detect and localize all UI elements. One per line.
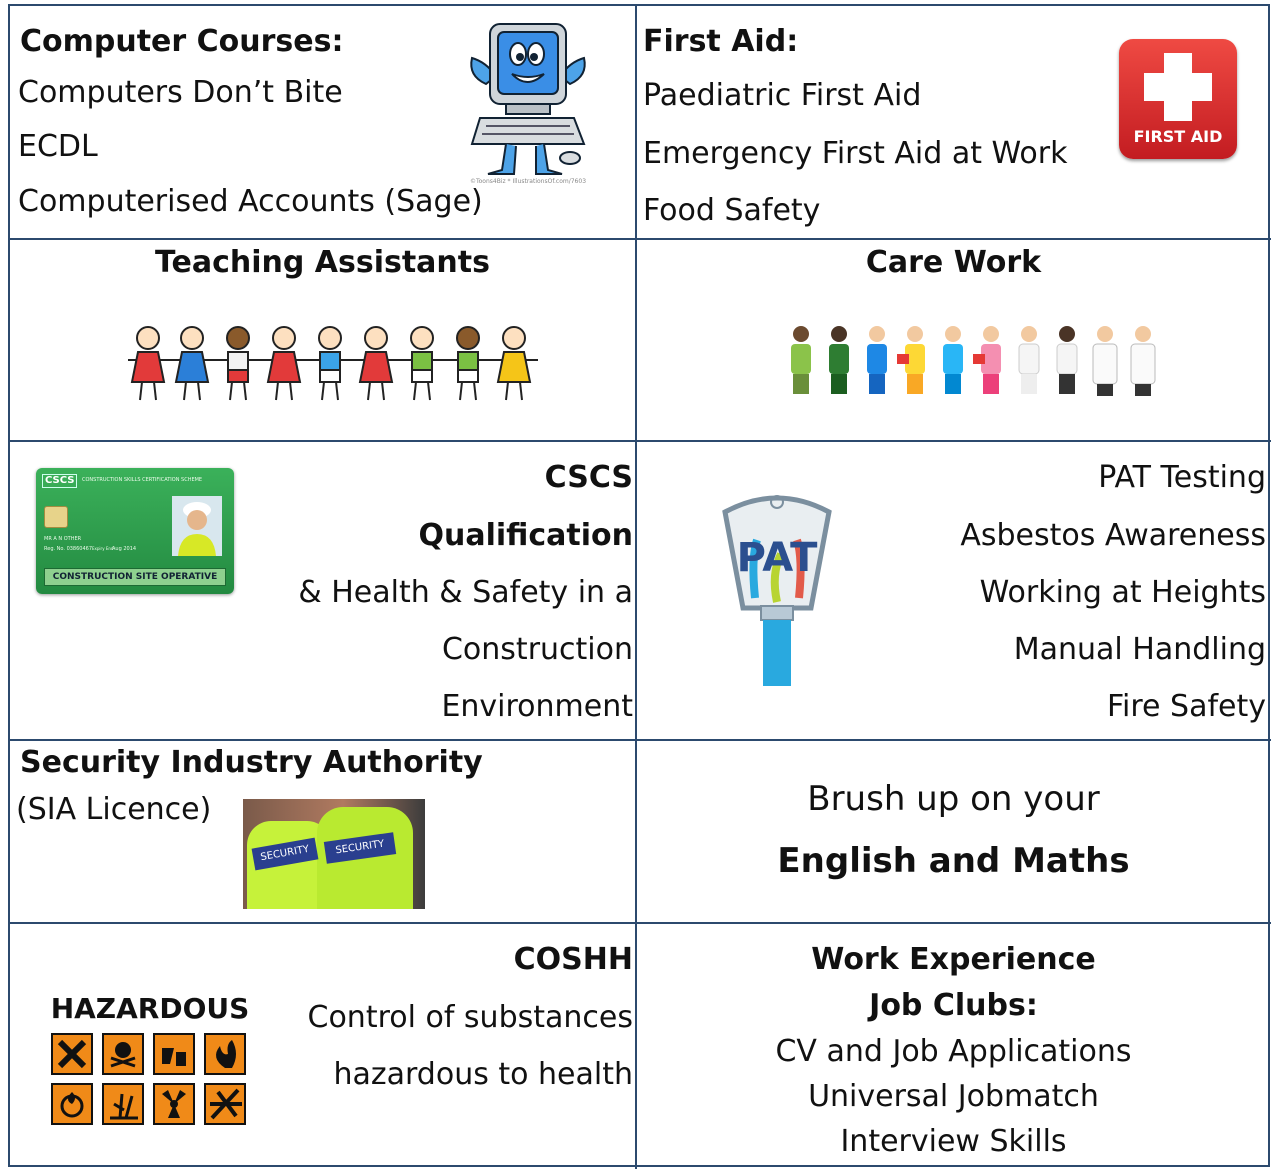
pat-logo-text: PAT — [736, 535, 818, 581]
coshh-line: Control of substances — [307, 1000, 634, 1035]
teaching-assistants-heading: Teaching Assistants — [155, 245, 490, 280]
first-aid-cell: First Aid: Paediatric First Aid Emergenc… — [637, 6, 1270, 238]
row-divider — [10, 440, 1271, 442]
cscs-qualification: Qualification — [418, 518, 633, 553]
pat-testing-cell: PAT PAT Testing Asbestos Awareness Worki… — [637, 442, 1270, 739]
pat-logo-icon: PAT — [711, 478, 843, 688]
english-maths-line1: Brush up on your — [807, 779, 1100, 819]
chip-icon — [44, 506, 68, 528]
cscs-card-scheme: CONSTRUCTION SKILLS CERTIFICATION SCHEME — [82, 477, 203, 483]
sia-heading: Security Industry Authority — [20, 745, 483, 780]
first-aid-item: Emergency First Aid at Work — [643, 136, 1068, 171]
cscs-cell: CSCS CONSTRUCTION SKILLS CERTIFICATION S… — [10, 442, 635, 739]
row-divider — [10, 922, 1271, 924]
pat-item: Manual Handling — [1013, 632, 1266, 667]
job-club-item: Interview Skills — [840, 1124, 1067, 1159]
row-divider — [10, 238, 1271, 240]
security-guards-image: SECURITY SECURITY — [243, 799, 425, 909]
computer-course-item: Computerised Accounts (Sage) — [18, 184, 483, 219]
care-work-heading: Care Work — [865, 245, 1042, 280]
cscs-card-logo: CSCS — [42, 474, 78, 488]
pat-item: Asbestos Awareness — [960, 518, 1266, 553]
cscs-line: Environment — [441, 689, 633, 724]
pat-item: Working at Heights — [979, 575, 1266, 610]
coshh-title: COSHH — [513, 942, 633, 977]
hazardous-symbols-image: HAZARDOUS — [50, 992, 250, 1126]
care-workers-illustration-icon — [787, 322, 1157, 418]
cscs-line: & Health & Safety in a — [298, 575, 633, 610]
computer-courses-cell: Computer Courses: Computers Don’t Bite E… — [10, 6, 635, 238]
first-aid-heading: First Aid: — [643, 24, 799, 59]
cscs-card-reg: Reg. No. 03860467 — [44, 546, 93, 552]
computer-courses-heading: Computer Courses: — [20, 24, 344, 59]
red-cross-horizontal — [1144, 73, 1212, 101]
job-clubs-heading: Job Clubs: — [869, 988, 1038, 1023]
teaching-assistants-cell: Teaching Assistants — [10, 240, 635, 440]
cscs-card-footer: CONSTRUCTION SITE OPERATIVE — [44, 568, 226, 586]
cscs-line: Construction — [441, 632, 633, 667]
coshh-line: hazardous to health — [333, 1057, 633, 1092]
computer-course-item: ECDL — [18, 129, 98, 164]
cscs-card-image: CSCS CONSTRUCTION SKILLS CERTIFICATION S… — [36, 468, 234, 594]
cartoon-computer-icon: ©Toons4Biz * IllustrationsOf.com/7603 — [466, 14, 590, 186]
first-aid-badge-label: FIRST AID — [1133, 127, 1223, 146]
hazard-icons — [51, 1033, 246, 1125]
job-club-item: Universal Jobmatch — [808, 1079, 1099, 1114]
computer-course-item: Computers Don’t Bite — [18, 75, 343, 110]
english-maths-line2: English and Maths — [777, 841, 1130, 881]
first-aid-item: Food Safety — [643, 193, 821, 228]
column-divider — [635, 6, 637, 1169]
first-aid-icon: FIRST AID — [1119, 39, 1237, 159]
cscs-title: CSCS — [544, 460, 633, 495]
cscs-card-expiry-label: Expiry End — [92, 546, 114, 551]
row-divider — [10, 739, 1271, 741]
hazardous-label: HAZARDOUS — [50, 992, 250, 1025]
job-club-item: CV and Job Applications — [775, 1034, 1132, 1069]
cscs-photo — [172, 496, 222, 556]
work-experience-heading: Work Experience — [811, 942, 1096, 977]
first-aid-item: Paediatric First Aid — [643, 78, 922, 113]
sia-cell: Security Industry Authority (SIA Licence… — [10, 741, 635, 922]
sia-licence: (SIA Licence) — [16, 792, 212, 827]
english-maths-cell: Brush up on your English and Maths — [637, 741, 1270, 922]
pat-item: PAT Testing — [1098, 460, 1266, 495]
cscs-card-name: MR A N OTHER — [44, 536, 82, 542]
coshh-cell: HAZARDOUS COSHH Control of substances ha… — [10, 924, 635, 1167]
cscs-card-expiry: Aug 2014 — [112, 546, 137, 552]
children-illustration-icon — [128, 324, 538, 402]
pat-item: Fire Safety — [1106, 689, 1266, 724]
work-experience-cell: Work Experience Job Clubs: CV and Job Ap… — [637, 924, 1270, 1167]
image-credit: ©Toons4Biz * IllustrationsOf.com/7603 — [469, 178, 587, 185]
course-grid: Computer Courses: Computers Don’t Bite E… — [8, 4, 1271, 1169]
care-work-cell: Care Work — [637, 240, 1270, 440]
